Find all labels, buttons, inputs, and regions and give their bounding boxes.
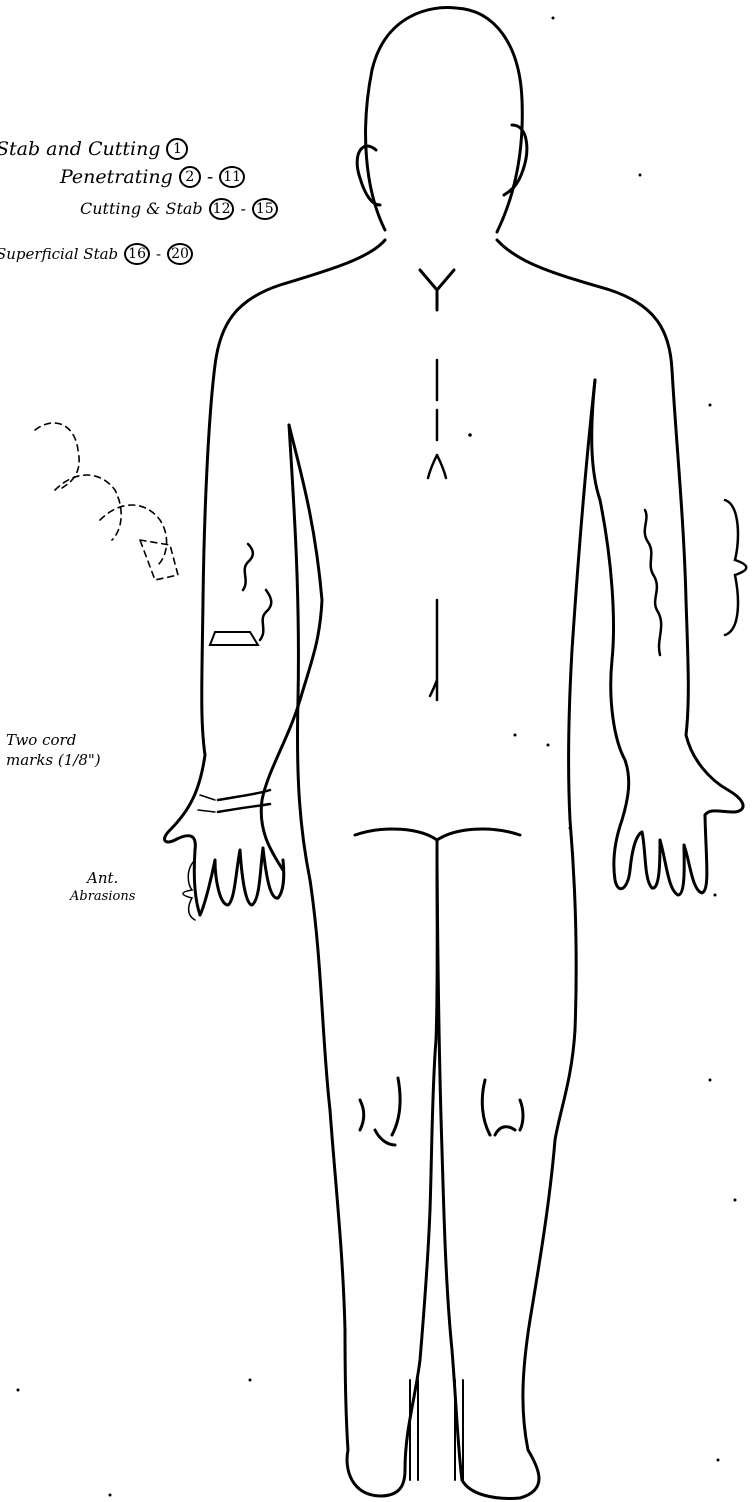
speck	[547, 744, 550, 747]
speck	[569, 827, 572, 830]
speck	[714, 894, 717, 897]
speck	[109, 1494, 112, 1497]
cord-mark-pointer	[198, 795, 215, 812]
left-hand-fingers	[200, 848, 284, 915]
arm-wound-wave-2	[260, 590, 271, 640]
speck	[709, 1079, 712, 1082]
dashed-arc-2	[55, 475, 121, 540]
speck	[717, 1459, 720, 1462]
right-torso-side	[555, 380, 595, 1140]
right-arm-bracket	[725, 500, 746, 635]
speck	[514, 734, 517, 737]
speck	[639, 174, 642, 177]
arm-wound-block	[210, 632, 258, 645]
right-inner-arm	[592, 380, 629, 820]
right-hand-fingers	[614, 815, 707, 895]
right-arm-wounds	[645, 510, 661, 655]
speck	[249, 1379, 252, 1382]
left-leg-outer	[330, 860, 437, 1496]
right-knee-crease	[482, 1080, 523, 1135]
dashed-arc-1	[35, 423, 79, 488]
left-shoulder-arm	[165, 240, 385, 915]
spine-line	[428, 360, 446, 700]
right-shoulder-arm	[497, 240, 743, 815]
left-torso-side	[289, 425, 330, 1110]
speck	[468, 433, 472, 437]
head-outline	[366, 8, 523, 232]
dashed-arc-3	[100, 505, 167, 565]
speck	[709, 404, 712, 407]
neck-notch	[420, 270, 454, 310]
speck	[552, 17, 555, 20]
speck	[734, 1199, 737, 1202]
dashed-arc-4	[140, 540, 178, 580]
speck	[17, 1389, 20, 1392]
gluteal-fold	[355, 829, 520, 840]
right-ear	[504, 125, 527, 195]
left-knee-crease	[360, 1078, 400, 1145]
arm-wound-wave	[243, 544, 253, 590]
